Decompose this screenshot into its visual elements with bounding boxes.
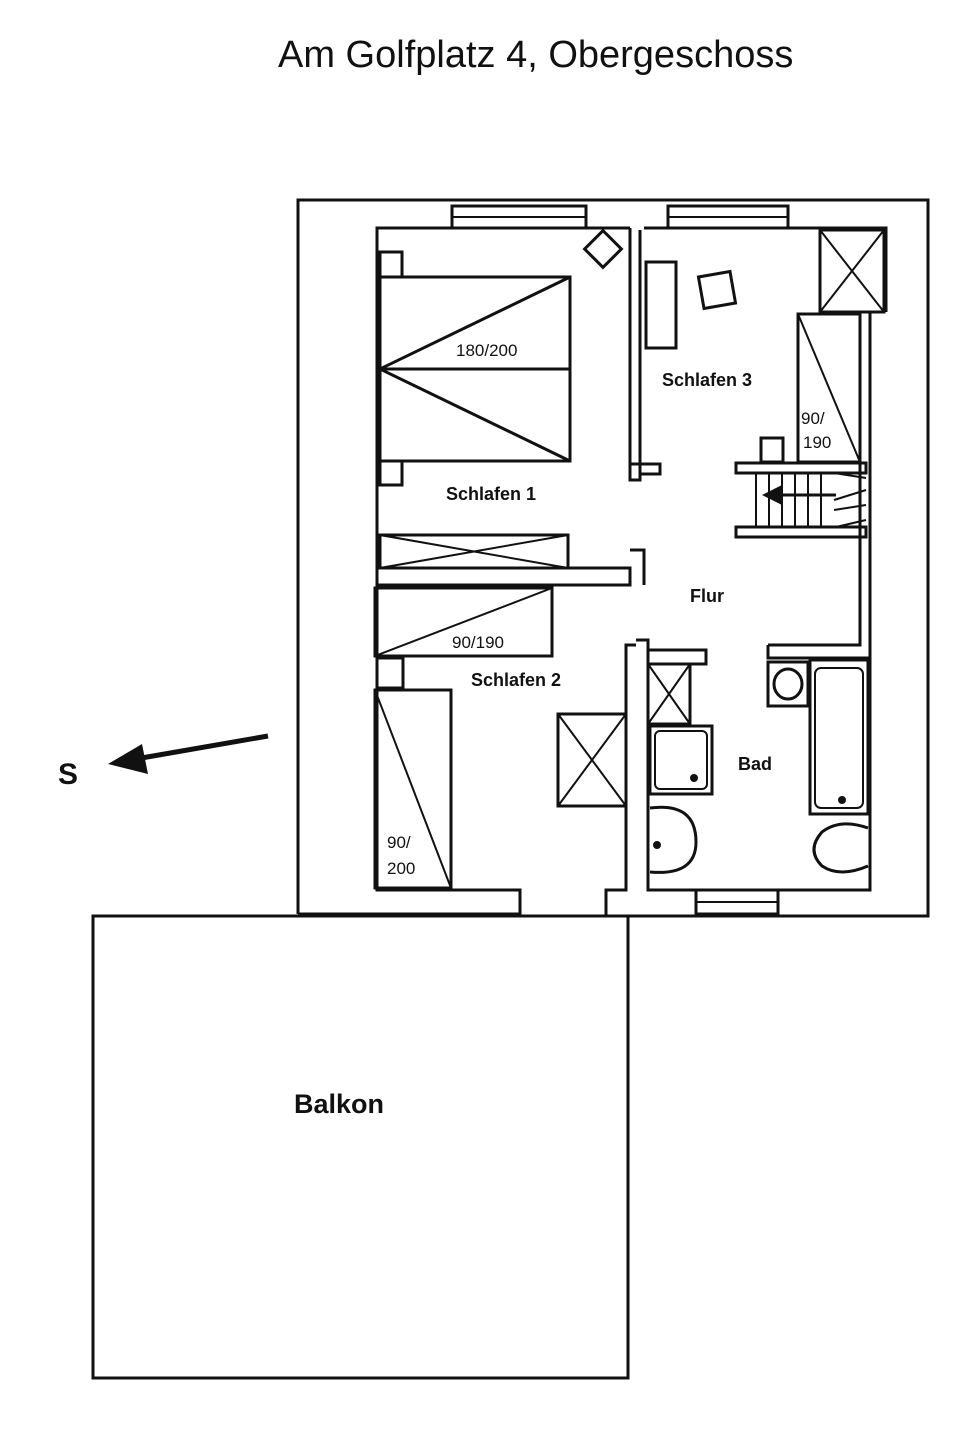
room-label-balkon: Balkon bbox=[294, 1089, 384, 1119]
bed-90-190 bbox=[373, 586, 554, 658]
bed-size-label: 180/200 bbox=[456, 341, 517, 360]
desk bbox=[644, 260, 678, 350]
room-label-bad: Bad bbox=[738, 754, 772, 774]
washing-machine bbox=[766, 660, 810, 708]
toilet bbox=[649, 805, 698, 874]
bed-size-label: 190 bbox=[803, 433, 831, 452]
sink bbox=[812, 822, 869, 874]
bed-180-200 bbox=[378, 250, 572, 487]
staircase bbox=[734, 461, 868, 539]
plan-title: Am Golfplatz 4, Obergeschoss bbox=[278, 34, 794, 76]
bathtub bbox=[808, 658, 870, 816]
wardrobe bbox=[556, 712, 628, 808]
interior-walls bbox=[377, 228, 870, 666]
windows bbox=[450, 204, 790, 916]
plant-icon bbox=[582, 228, 624, 270]
nightstand bbox=[759, 436, 785, 464]
compass-arrow-icon bbox=[108, 733, 269, 774]
cabinet bbox=[646, 662, 692, 726]
bed-size-label: 90/ bbox=[387, 833, 411, 852]
bed-size-label: 200 bbox=[387, 859, 415, 878]
chair bbox=[696, 269, 738, 311]
room-label-schlafen-3: Schlafen 3 bbox=[662, 370, 752, 390]
room-label-flur: Flur bbox=[690, 586, 724, 606]
wardrobe bbox=[818, 228, 886, 314]
balcony bbox=[91, 914, 630, 1380]
compass-south-label: S bbox=[58, 758, 78, 791]
nightstand bbox=[375, 656, 405, 690]
bed-size-label: 90/ bbox=[801, 409, 825, 428]
bed-size-label: 90/190 bbox=[452, 633, 504, 652]
room-label-schlafen-2: Schlafen 2 bbox=[471, 670, 561, 690]
shower bbox=[648, 724, 714, 796]
wardrobe bbox=[378, 533, 570, 570]
bed-90-200 bbox=[373, 688, 453, 890]
arrow-icon bbox=[762, 485, 782, 505]
room-label-schlafen-1: Schlafen 1 bbox=[446, 484, 536, 504]
